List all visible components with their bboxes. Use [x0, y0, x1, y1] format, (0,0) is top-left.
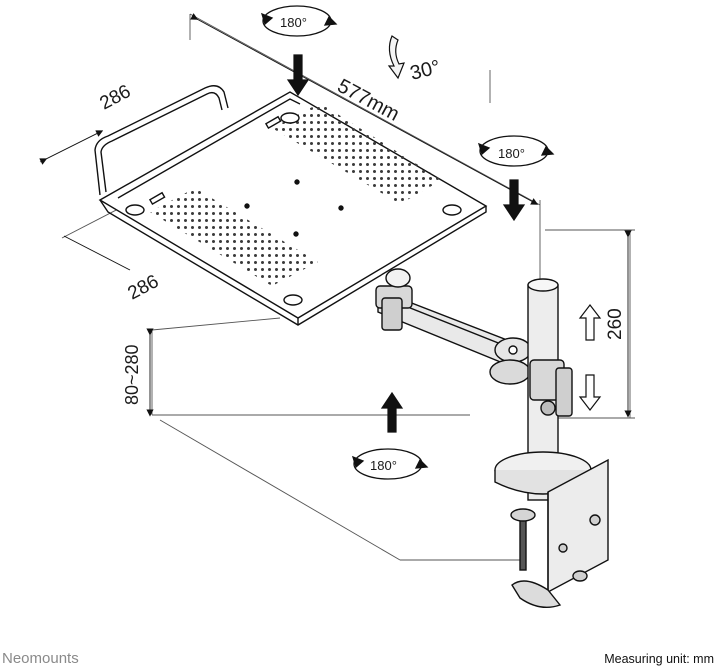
- vent-holes-front: [150, 188, 318, 286]
- height-adjust-label: 260: [605, 308, 626, 340]
- table-thickness-label: 80~280: [122, 344, 142, 405]
- desk-clamp: [494, 451, 609, 608]
- tray-depth-label: 286: [124, 271, 162, 304]
- measuring-unit-note: Measuring unit: mm: [604, 652, 714, 666]
- brand-logo-text: Neomounts: [2, 650, 79, 667]
- motion-arrows: [286, 35, 602, 433]
- tray-width-label: 286: [96, 81, 134, 114]
- vent-holes-rear: [272, 103, 442, 204]
- rotation-indicators: [260, 5, 555, 480]
- rotation-bottom-label: 180°: [370, 458, 397, 473]
- rotation-top-label: 180°: [280, 15, 307, 30]
- arm-length-label: 577mm: [334, 75, 403, 126]
- dimension-arrows: [39, 13, 632, 418]
- laptop-tray: [94, 85, 488, 326]
- tilt-angle-label: 30°: [408, 56, 443, 85]
- articulating-arm: [375, 268, 532, 385]
- rotation-right-label: 180°: [498, 146, 525, 161]
